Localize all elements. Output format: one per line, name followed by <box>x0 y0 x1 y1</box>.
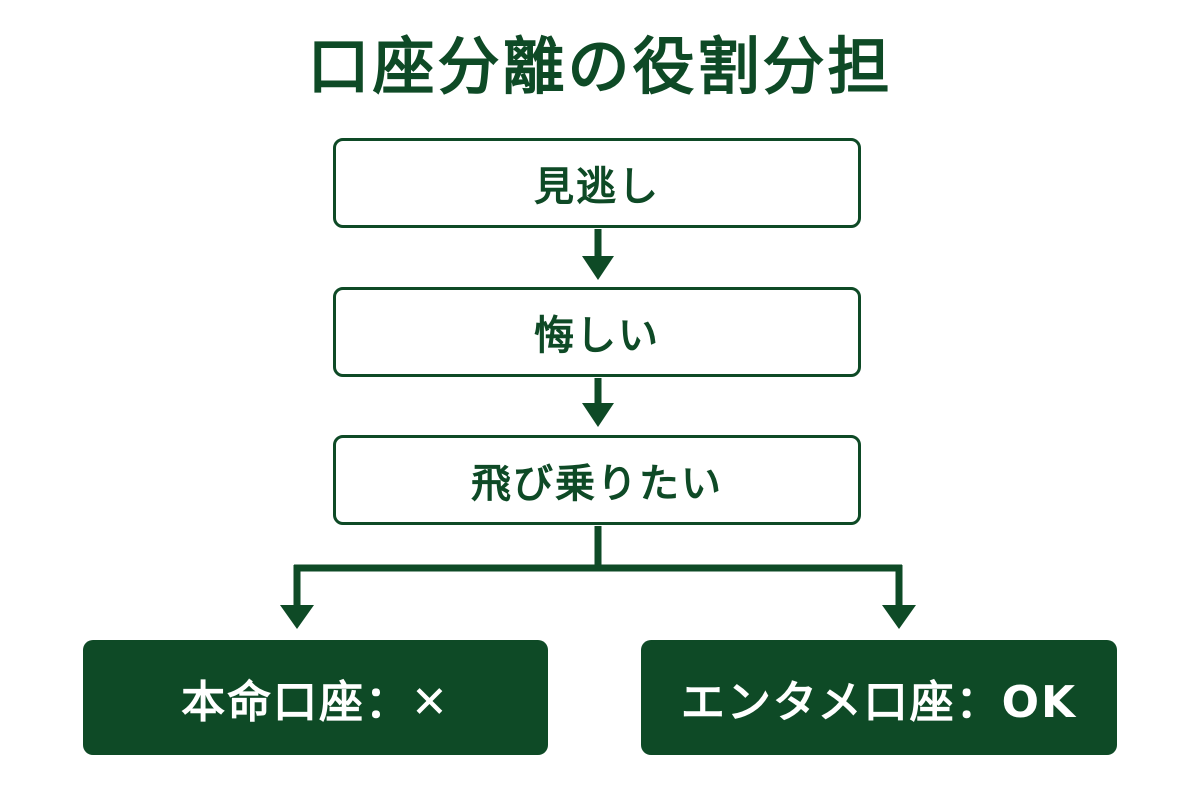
outcome-entertainment-account: エンタメ口座：OK <box>641 640 1117 755</box>
page-title: 口座分離の役割分担 <box>307 30 893 103</box>
arrow-step2-to-step3 <box>582 378 614 427</box>
arrow-step1-to-step2 <box>582 229 614 280</box>
flow-step-label: 悔しい <box>534 313 660 359</box>
branch-connector <box>293 526 903 607</box>
flow-step-frustrated: 悔しい <box>333 287 861 377</box>
arrow-to-right-outcome <box>882 605 916 629</box>
arrow-to-left-outcome <box>280 605 314 629</box>
flow-step-want-to-jump-in: 飛び乗りたい <box>333 435 861 525</box>
flow-step-label: 飛び乗りたい <box>471 461 723 507</box>
outcome-main-account: 本命口座：✕ <box>83 640 548 755</box>
outcome-label: エンタメ口座：OK <box>680 676 1078 728</box>
flow-step-label: 見逃し <box>534 164 660 210</box>
flow-step-missed: 見逃し <box>333 138 861 228</box>
outcome-label: 本命口座：✕ <box>181 676 450 728</box>
